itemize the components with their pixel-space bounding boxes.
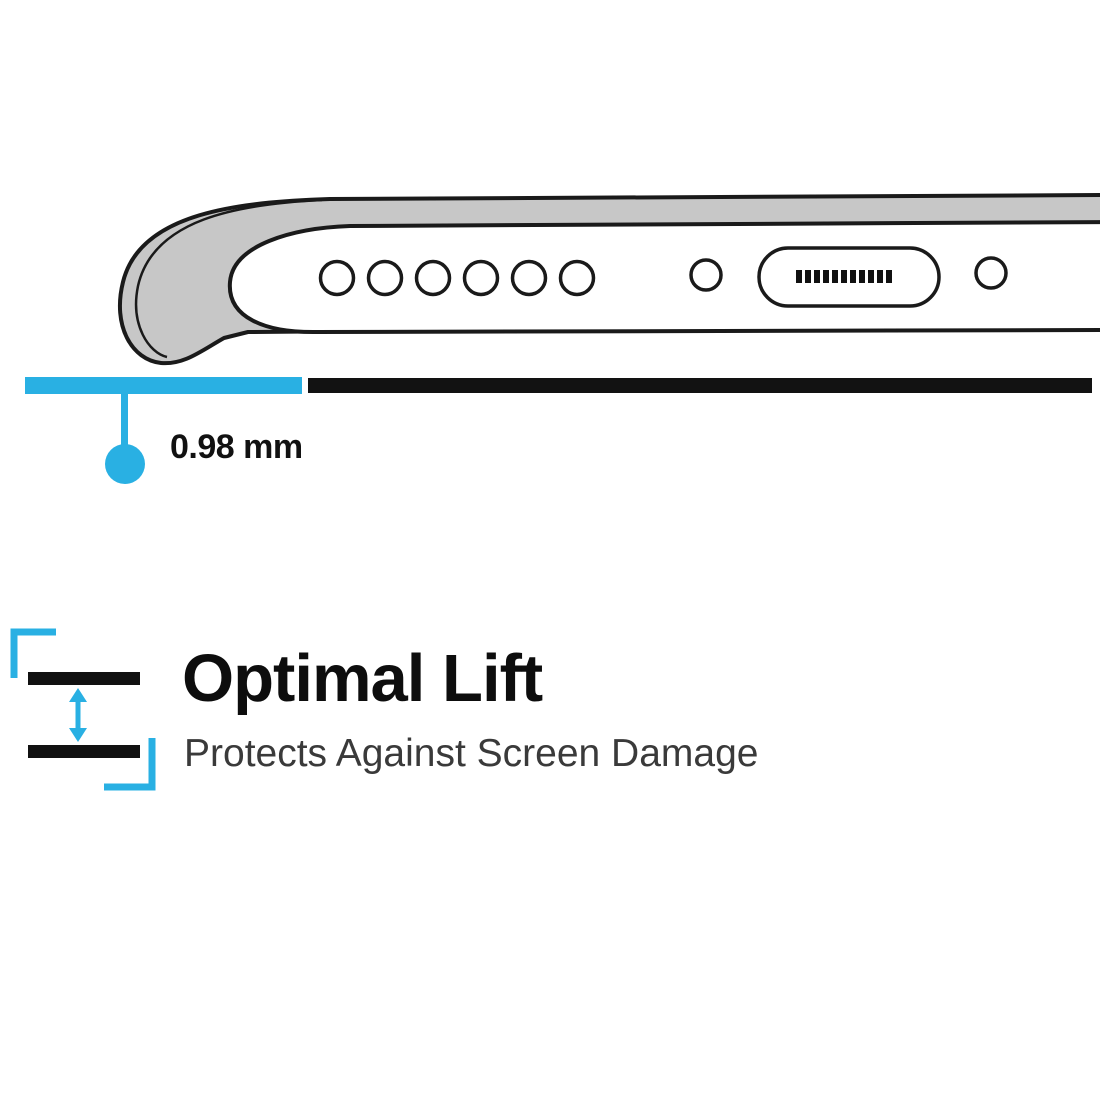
- case-inner-edge: [134, 198, 323, 359]
- gap-arrow-head-down: [69, 728, 87, 742]
- speaker-hole-icon: [366, 259, 404, 297]
- bracket-bottom-right: [104, 738, 156, 791]
- speaker-hole-icon: [558, 259, 596, 297]
- screw-hole-left-icon: [689, 258, 723, 292]
- phone-edge-bar: [308, 378, 1092, 393]
- bracket-top-left: [10, 628, 56, 678]
- charging-port-pins: [796, 270, 892, 283]
- case-thickness-bar: [25, 377, 302, 394]
- speaker-hole-icon: [318, 259, 356, 297]
- charging-port-icon: [757, 246, 941, 308]
- gap-arrow-head-up: [69, 688, 87, 702]
- measure-dot-icon: [105, 444, 145, 484]
- speaker-hole-icon: [510, 259, 548, 297]
- speaker-holes: [318, 259, 596, 297]
- lift-bar-top: [28, 672, 140, 685]
- phone-body: [227, 220, 1100, 335]
- feature-title: Optimal Lift: [182, 641, 543, 716]
- speaker-hole-icon: [414, 259, 452, 297]
- speaker-hole-icon: [462, 259, 500, 297]
- measure-stem: [121, 393, 128, 449]
- lift-gap-icon: [10, 628, 156, 791]
- phone-case-illustration: [117, 193, 1100, 366]
- screw-hole-right-icon: [974, 256, 1008, 290]
- feature-subtitle: Protects Against Screen Damage: [184, 732, 759, 775]
- lift-bar-bottom: [28, 745, 140, 758]
- measurement-label: 0.98 mm: [170, 428, 303, 466]
